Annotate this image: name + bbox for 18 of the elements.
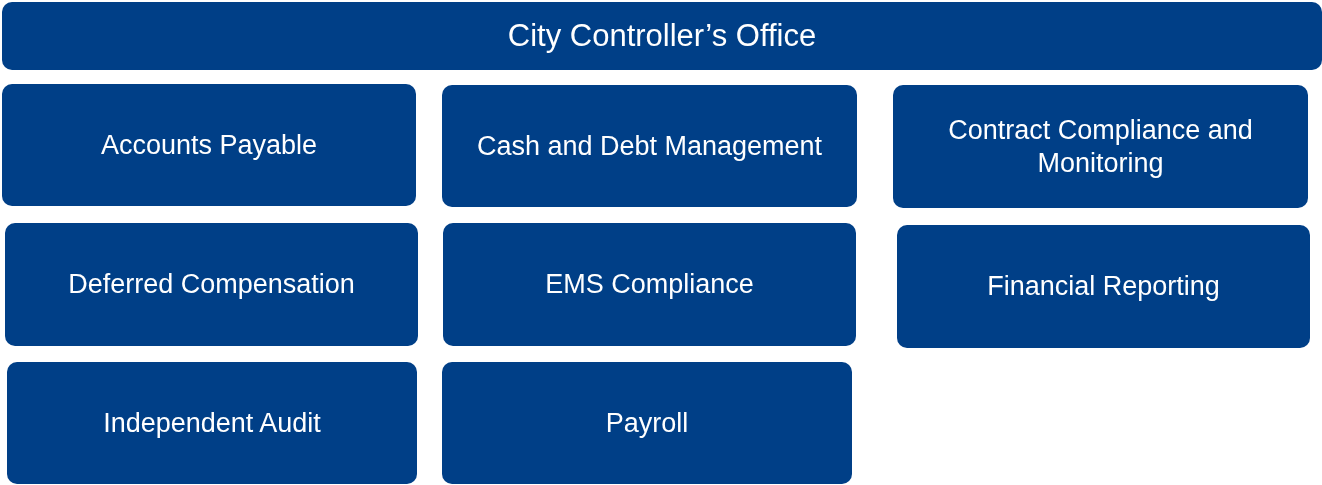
department-label: Contract Compliance and Monitoring xyxy=(947,114,1254,179)
department-label: Payroll xyxy=(605,406,689,440)
header-box xyxy=(2,2,1322,70)
department-box xyxy=(2,84,416,206)
department-label: Independent Audit xyxy=(103,406,321,440)
department-box xyxy=(442,85,857,207)
department-box xyxy=(5,223,418,346)
department-label: Accounts Payable xyxy=(100,128,318,162)
department-label: EMS Compliance xyxy=(545,268,754,301)
department-label: Deferred Compensation xyxy=(68,268,355,301)
department-label: Financial Reporting xyxy=(987,270,1220,303)
department-box xyxy=(893,85,1308,208)
department-box xyxy=(443,223,856,346)
office-title: City Controller’s Office xyxy=(507,17,817,55)
department-label: Cash and Debt Management xyxy=(476,129,823,163)
department-box xyxy=(7,362,417,484)
department-box xyxy=(897,225,1310,348)
department-box xyxy=(442,362,852,484)
